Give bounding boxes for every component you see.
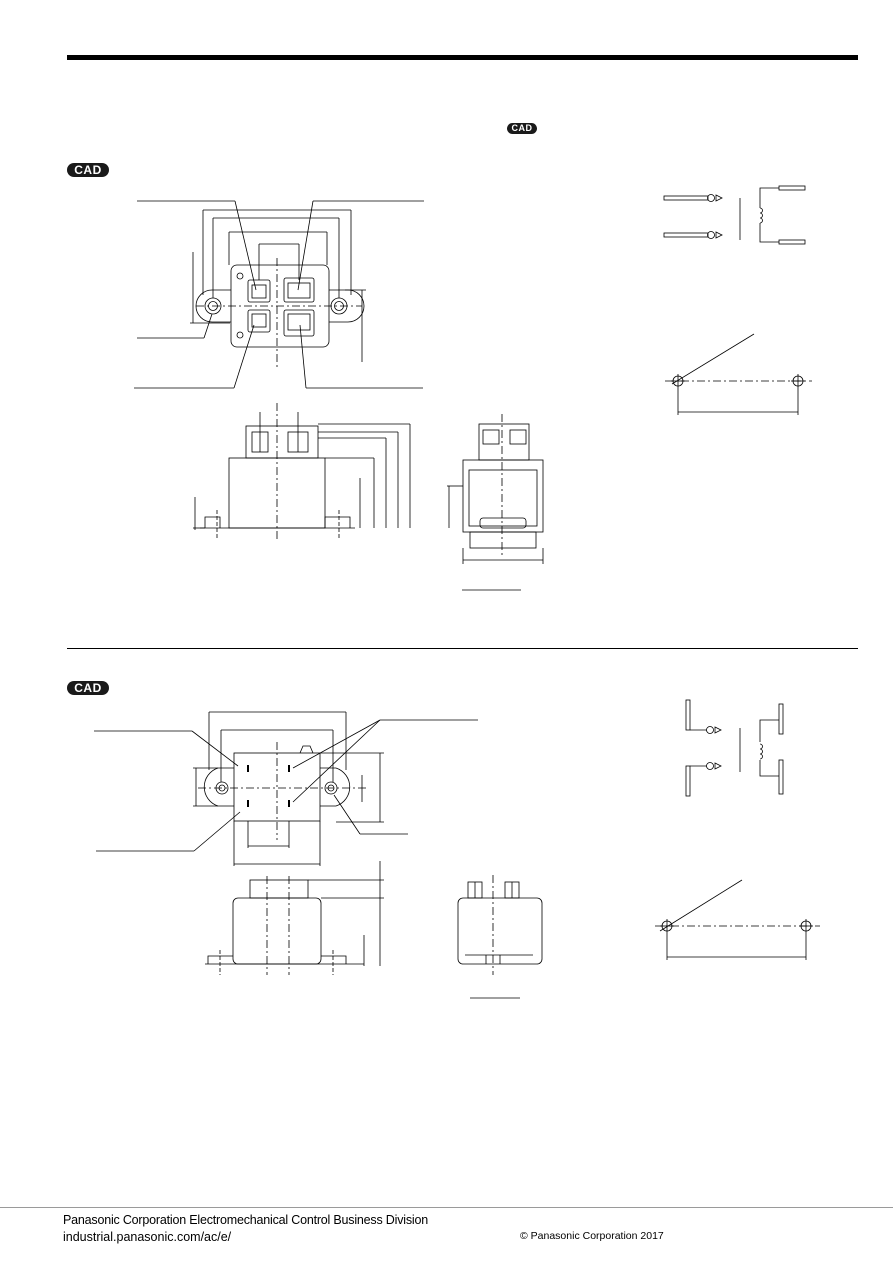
cad-badge-section-1[interactable]: CAD bbox=[67, 163, 109, 177]
relay1-schematic bbox=[663, 185, 806, 245]
relay2-side-view bbox=[457, 875, 543, 999]
section-divider bbox=[67, 648, 858, 649]
footer-copyright: © Panasonic Corporation 2017 bbox=[520, 1230, 664, 1242]
relay1-side-view bbox=[447, 414, 544, 591]
relay1-mounting-holes bbox=[665, 333, 812, 415]
footer-rule bbox=[0, 1207, 893, 1208]
relay2-schematic bbox=[685, 699, 784, 797]
footer-url-link[interactable]: industrial.panasonic.com/ac/e/ bbox=[63, 1230, 232, 1244]
footer-company-name: Panasonic Corporation Electromechanical … bbox=[63, 1213, 428, 1227]
relay1-front-view bbox=[193, 403, 411, 540]
relay2-mounting-holes bbox=[655, 879, 820, 960]
header-rule bbox=[67, 55, 858, 60]
cad-badge-section-2[interactable]: CAD bbox=[67, 681, 109, 695]
relay2-front-view bbox=[205, 861, 384, 975]
relay2-top-view bbox=[94, 711, 478, 866]
relay1-top-view bbox=[134, 200, 424, 389]
cad-badge-schematic[interactable]: CAD bbox=[507, 123, 537, 134]
